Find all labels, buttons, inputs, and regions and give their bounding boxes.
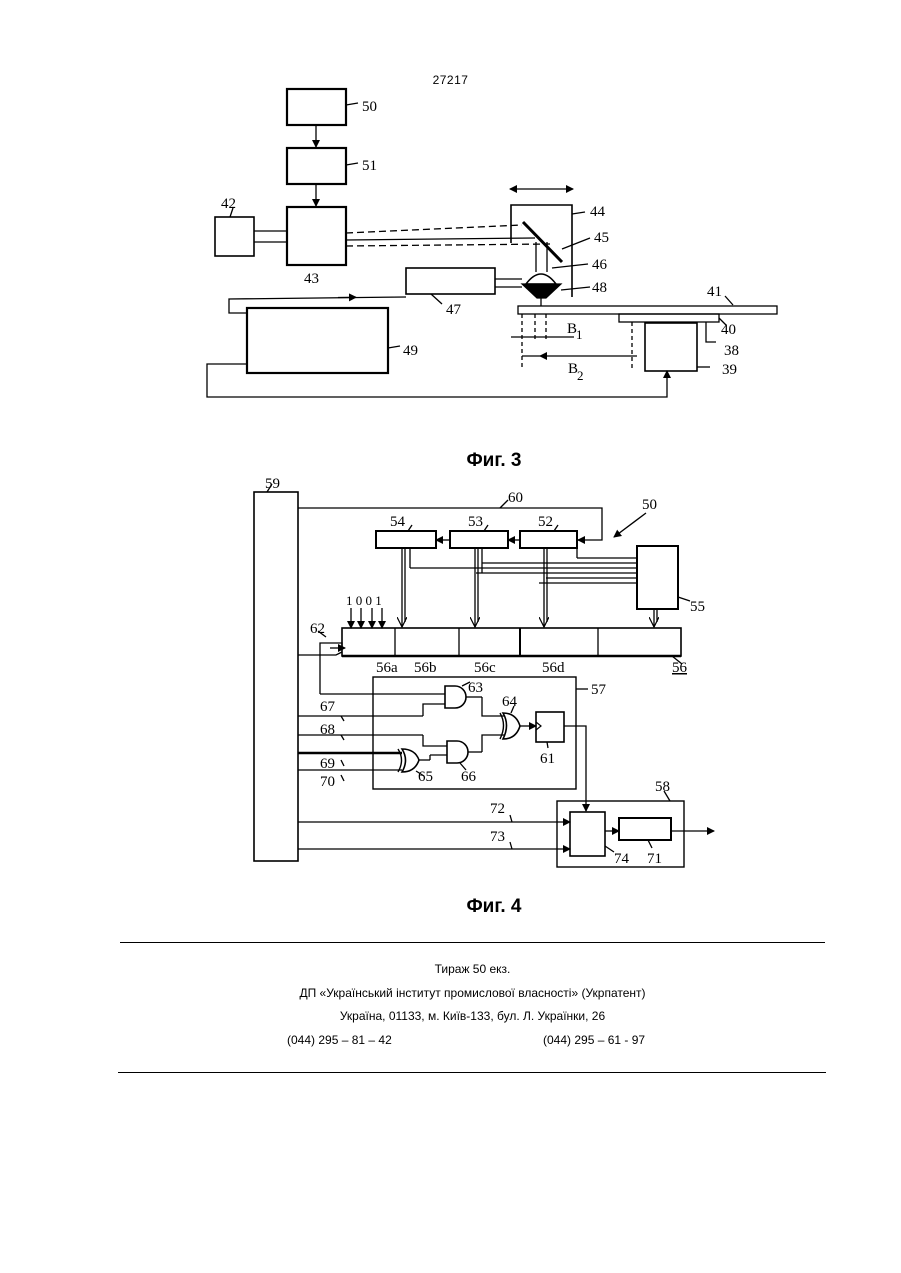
fig4-block-54 (376, 531, 436, 548)
label-45: 45 (594, 230, 609, 246)
label-71: 71 (647, 851, 662, 867)
imprint-phone-left: (044) 295 – 81 – 42 (287, 1033, 392, 1047)
fig3-block-50 (287, 89, 346, 125)
fig3-block-49 (247, 308, 388, 373)
figure-3-caption: Фиг. 3 (0, 450, 901, 472)
figure-3 (207, 89, 777, 397)
fig4-or-gate-64 (503, 713, 520, 739)
fig4-block-52 (520, 531, 577, 548)
label-72: 72 (490, 801, 505, 817)
label-61: 61 (540, 751, 555, 767)
fig3-block-51 (287, 148, 346, 184)
label-68: 68 (320, 722, 335, 738)
label-39: 39 (722, 362, 737, 378)
fig4-and-gate-66 (447, 741, 468, 763)
label-56a: 56a (376, 660, 398, 676)
imprint-bottom-rule (118, 1072, 826, 1073)
label-42: 42 (221, 196, 236, 212)
fig4-block-53 (450, 531, 508, 548)
fig3-block-47 (406, 268, 495, 294)
label-55: 55 (690, 599, 705, 615)
label-48: 48 (592, 280, 607, 296)
label-bits: 1 0 0 1 (346, 593, 382, 608)
imprint-print-run: Тираж 50 екз. (0, 962, 901, 976)
label-74: 74 (614, 851, 630, 867)
fig4-and-gate-63 (445, 686, 466, 708)
label-41: 41 (707, 284, 722, 300)
label-59: 59 (265, 476, 280, 492)
fig3-beam (346, 225, 522, 233)
fig3-block-39 (645, 323, 697, 371)
label-49: 49 (403, 343, 418, 359)
label-69: 69 (320, 756, 335, 772)
label-60: 60 (508, 490, 523, 506)
label-58: 58 (655, 779, 670, 795)
label-50: 50 (362, 99, 377, 115)
fig3-table-41 (518, 306, 777, 314)
label-56c: 56c (474, 660, 496, 676)
fig4-register-56 (342, 628, 681, 656)
label-47: 47 (446, 302, 462, 318)
label-73: 73 (490, 829, 505, 845)
fig3-nozzle-48 (522, 284, 561, 298)
label-56: 56 (672, 660, 688, 676)
label-b2-sub: 2 (577, 368, 584, 383)
fig4-block-71 (619, 818, 671, 840)
fig3-holder-40 (619, 314, 719, 322)
label-54: 54 (390, 514, 406, 530)
fig3-mirror-45 (523, 222, 562, 262)
label-38: 38 (724, 343, 739, 359)
label-46: 46 (592, 257, 608, 273)
label-56d: 56d (542, 660, 565, 676)
imprint-top-rule (120, 942, 825, 943)
fig4-block-74 (570, 812, 605, 856)
label-66: 66 (461, 769, 477, 785)
imprint-phone-right: (044) 295 – 61 - 97 (543, 1033, 645, 1047)
fig3-block-42 (215, 217, 254, 256)
label-52: 52 (538, 514, 553, 530)
label-50b: 50 (642, 497, 657, 513)
label-56b: 56b (414, 660, 437, 676)
fig4-bus-59 (254, 492, 298, 861)
fig3-lens-46 (526, 274, 556, 284)
label-43: 43 (304, 271, 319, 287)
label-67: 67 (320, 699, 336, 715)
label-70: 70 (320, 774, 335, 790)
figure-4-caption: Фиг. 4 (0, 896, 901, 918)
fig3-labels: 50 51 42 43 44 45 46 47 48 41 40 38 39 4… (221, 99, 739, 383)
label-63: 63 (468, 680, 483, 696)
fig4-xor-gate-65 (402, 749, 419, 772)
label-57: 57 (591, 682, 607, 698)
fig4-block-55 (637, 546, 678, 609)
imprint-address: Україна, 01133, м. Київ-133, бул. Л. Укр… (0, 1009, 901, 1023)
label-64: 64 (502, 694, 518, 710)
fig4-labels: 59 60 50 54 53 52 55 62 1 0 0 1 56a 56b … (265, 476, 705, 867)
label-65: 65 (418, 769, 433, 785)
imprint-publisher: ДП «Український інститут промислової вла… (0, 986, 901, 1000)
label-51: 51 (362, 158, 377, 174)
label-40: 40 (721, 322, 736, 338)
label-44: 44 (590, 204, 606, 220)
label-b1-sub: 1 (576, 327, 583, 342)
label-53: 53 (468, 514, 483, 530)
fig3-block-43 (287, 207, 346, 265)
label-62: 62 (310, 621, 325, 637)
